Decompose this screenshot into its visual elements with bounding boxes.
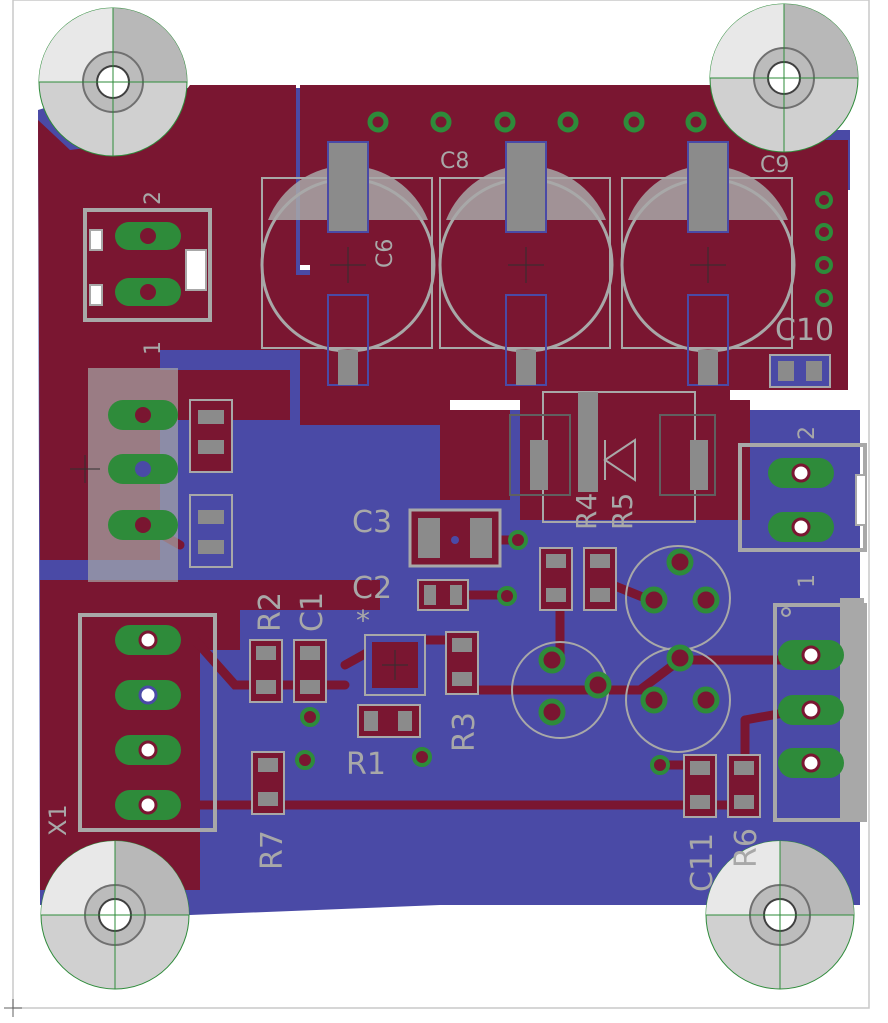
- capacitor-c8: [438, 141, 614, 386]
- connector-top-left: [83, 208, 212, 322]
- vias: [295, 530, 670, 775]
- label-c9: C9: [760, 153, 789, 178]
- connector-x1: [78, 613, 217, 832]
- origin-marker: [4, 999, 22, 1017]
- transistor-pads: [538, 548, 720, 726]
- mounting-hole-top-right: [709, 3, 859, 153]
- c10-part: [769, 354, 831, 388]
- c11-part: [683, 754, 717, 818]
- silkscreen-labels: C8 C9 C6 C10 C3 C2 * R2 C1 R1 R3 R4 R5 R…: [44, 149, 834, 892]
- label-star: *: [356, 604, 370, 637]
- label-pin-two-top: 2: [141, 191, 166, 205]
- label-r2: R2: [253, 592, 288, 632]
- c3-part: [408, 508, 502, 568]
- mounting-holes: [38, 3, 859, 990]
- mounting-hole-bottom-left: [40, 840, 190, 990]
- c2-part: [417, 579, 469, 611]
- label-r5: R5: [606, 493, 639, 530]
- connector-right-three-pin: [773, 598, 867, 822]
- header-vias-right: [815, 191, 833, 307]
- mounting-hole-bottom-right: [705, 840, 855, 990]
- label-r3: R3: [447, 712, 482, 752]
- r2-part: [249, 639, 283, 703]
- r7-part: [251, 751, 285, 815]
- label-c6: C6: [373, 239, 398, 268]
- connector-right-two-pin: [738, 443, 867, 552]
- ic-u1: [364, 634, 426, 696]
- label-c2: C2: [352, 571, 392, 606]
- label-pin-one-left: 1: [141, 341, 166, 355]
- connector-left-three-pin: [70, 368, 233, 582]
- label-r4: R4: [570, 493, 603, 530]
- label-c10: C10: [775, 313, 834, 348]
- c1-part: [293, 639, 327, 703]
- label-c3: C3: [352, 505, 392, 540]
- r1-part: [357, 704, 421, 738]
- capacitor-c6: [260, 141, 436, 386]
- label-c8: C8: [440, 149, 469, 174]
- label-x1: X1: [44, 804, 72, 836]
- mounting-hole-top-left: [38, 7, 188, 157]
- r5-part: [583, 547, 617, 611]
- label-r7: R7: [255, 830, 290, 870]
- regulator-package: [509, 391, 716, 523]
- smd-components: [249, 354, 831, 818]
- capacitor-c9: [620, 141, 796, 386]
- r6-part: [727, 754, 761, 818]
- label-c11: C11: [685, 833, 720, 892]
- label-pin-one-right: 1: [795, 574, 820, 588]
- electrolytic-capacitors: [260, 141, 796, 386]
- label-r1: R1: [346, 747, 386, 782]
- r4-part: [539, 547, 573, 611]
- label-pin-two-right: 2: [795, 426, 820, 440]
- header-vias-top: [367, 111, 707, 133]
- r3-part: [445, 631, 479, 695]
- label-r6: R6: [729, 828, 764, 868]
- label-c1: C1: [295, 592, 330, 632]
